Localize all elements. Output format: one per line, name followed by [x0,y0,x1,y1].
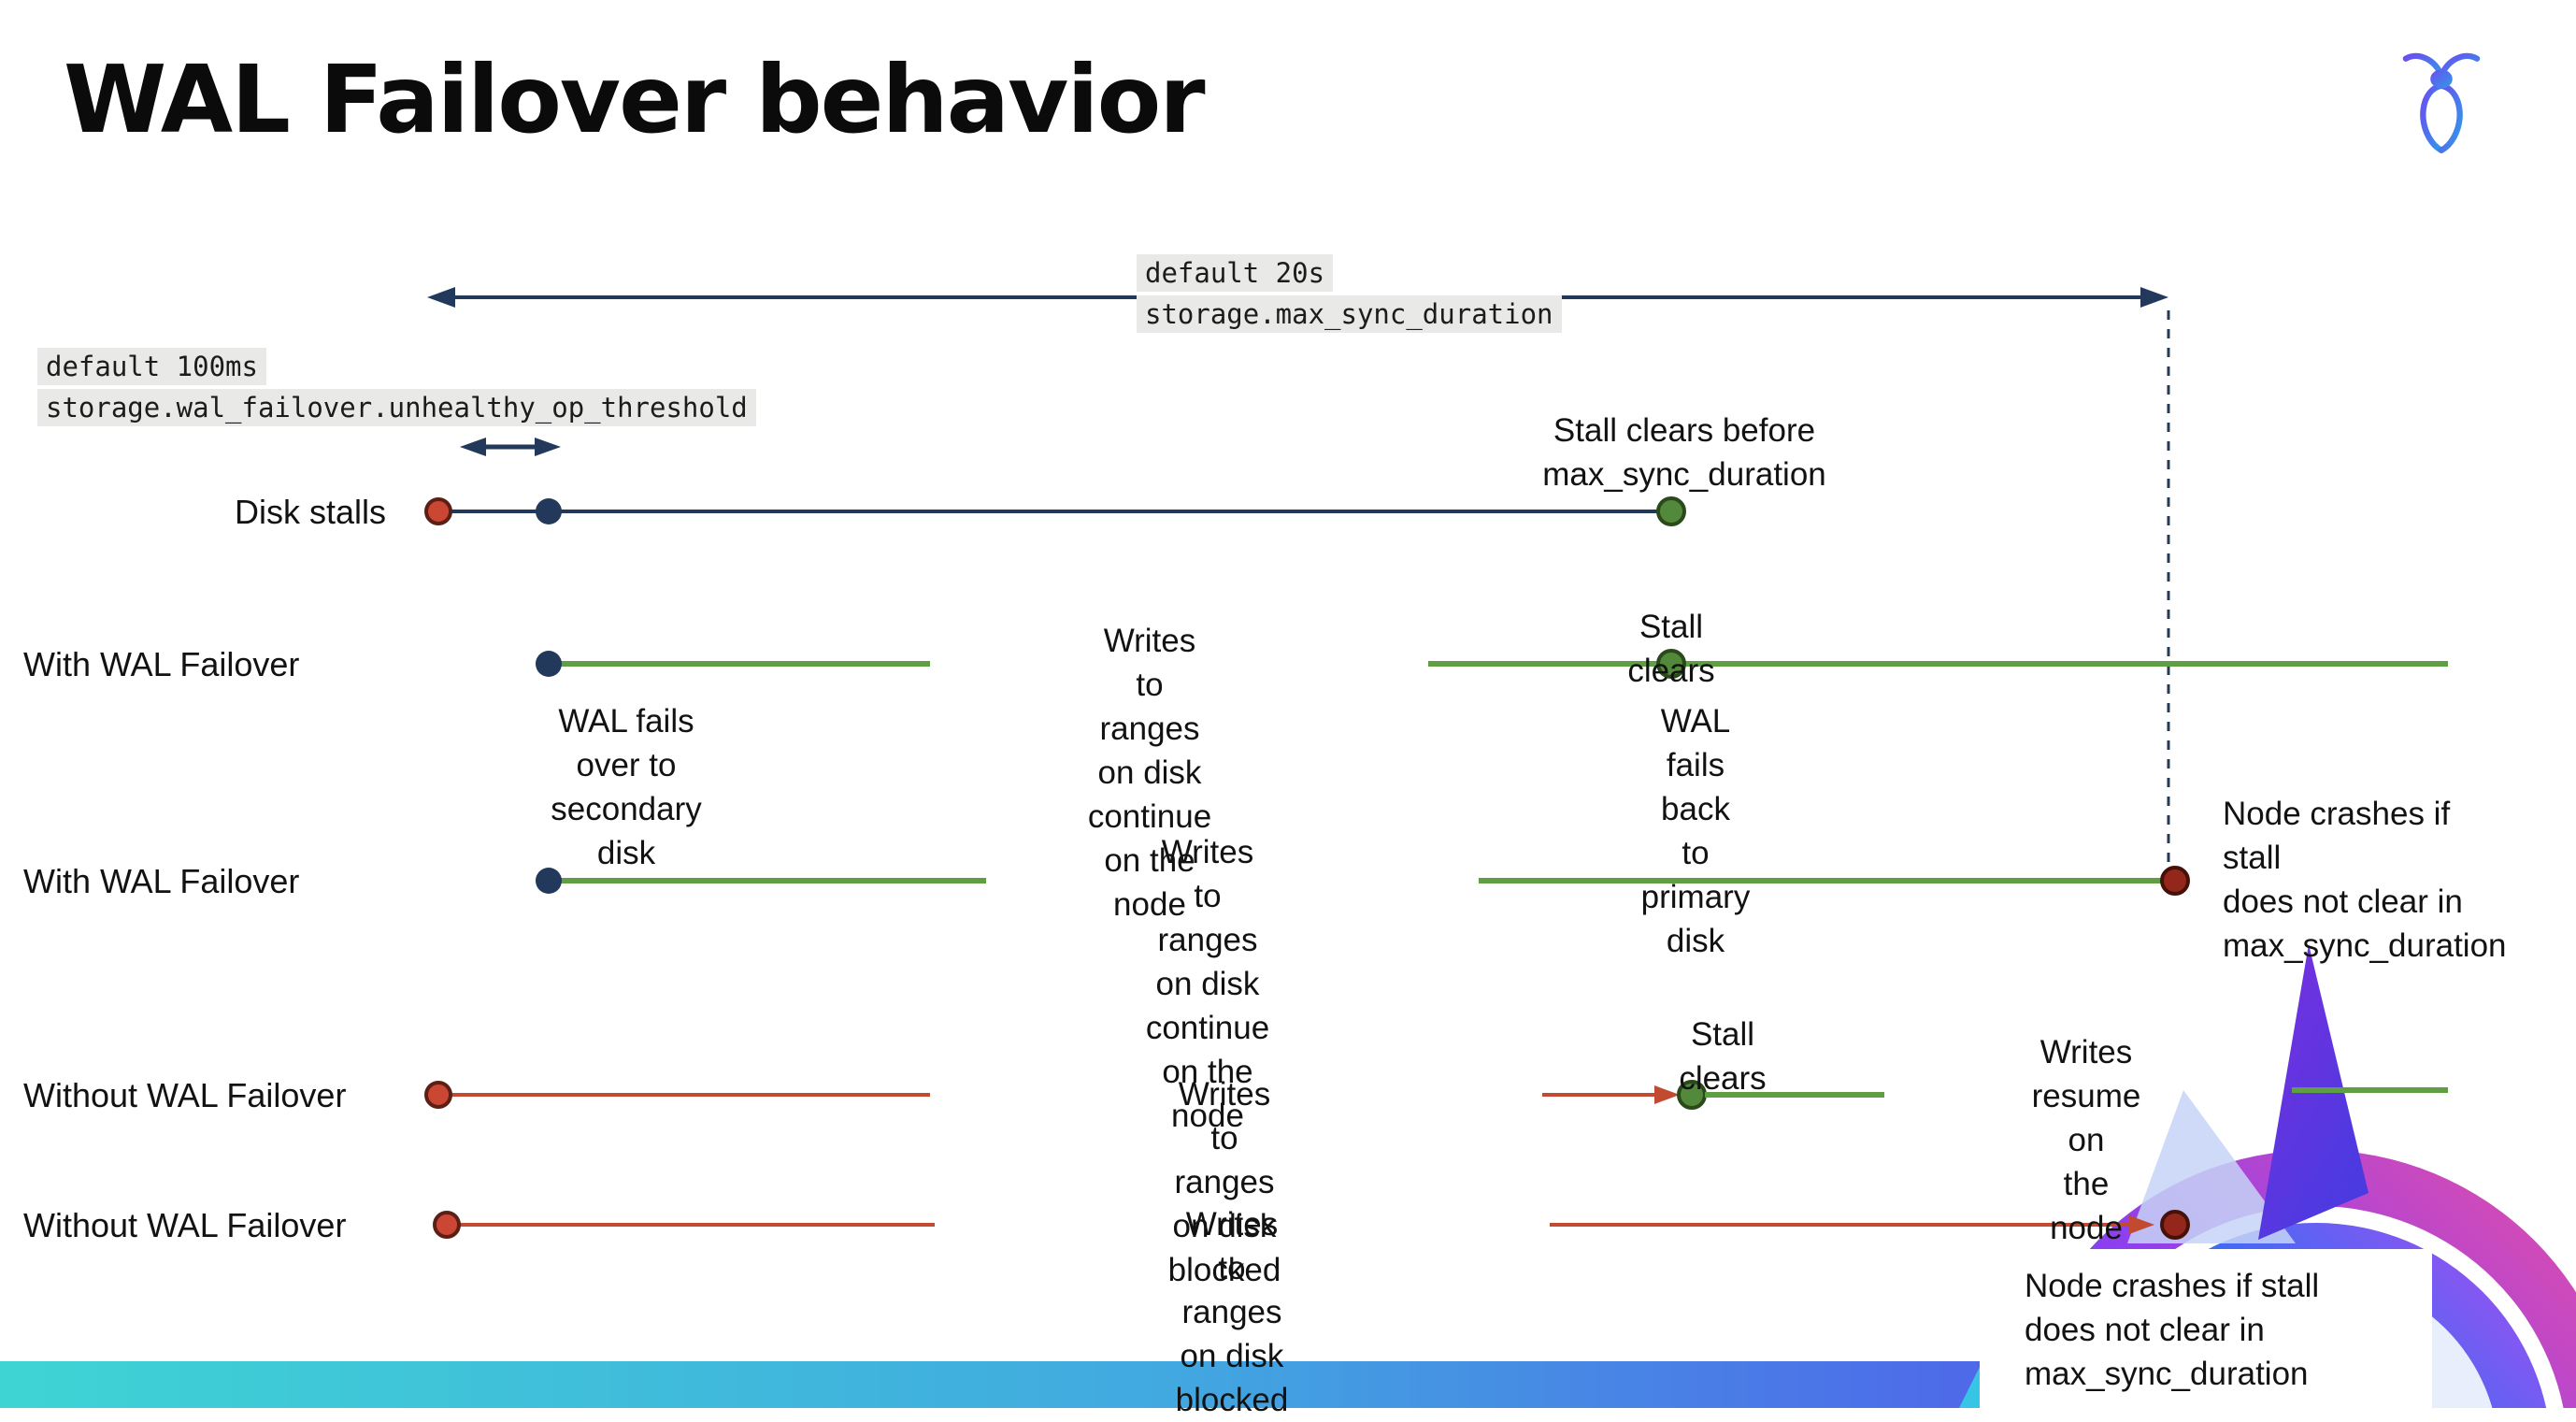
unhealthy-op-threshold-label: default 100ms storage.wal_failover.unhea… [37,348,756,430]
max-sync-default-value: default 20s [1137,254,1334,292]
timeline-disk-stalls [424,496,1686,526]
crash-note-box: Node crashes if stall does not clear in … [1980,1249,2432,1408]
stall-start-dot [433,1211,461,1239]
row-label-without-wal-failover-2: Without WAL Failover [23,1206,347,1244]
failover-dot [536,868,562,894]
timeline-no-failover-clears [424,1080,2448,1110]
blocked-arrowhead [2129,1215,2154,1234]
cockroachdb-logo [2402,52,2481,153]
writes-blocked-note-1: Writes to ranges on disk blocked [1167,1076,1295,1288]
stall-start-dot [424,497,452,525]
timeline-failover-clears [536,649,2448,679]
writes-continue-note-2: Writes to ranges on disk continue on the… [1145,834,1270,1134]
max-sync-duration-label: default 20s storage.max_sync_duration [1137,254,1562,337]
row-label-disk-stalls: Disk stalls [234,493,386,531]
writes-blocked-note-2: Writes to ranges on disk blocked [1175,1206,1302,1418]
failover-dot [536,651,562,677]
row-label-with-wal-failover-2: With WAL Failover [23,862,300,900]
threshold-reached-dot [536,498,562,524]
node-crash-dot [2160,866,2190,896]
stall-clear-dot [1656,496,1686,526]
row-label-with-wal-failover-1: With WAL Failover [23,645,300,683]
max-sync-setting-name: storage.max_sync_duration [1137,295,1562,333]
unhealthy-op-threshold-arrow [460,438,561,456]
threshold-setting-name: storage.wal_failover.unhealthy_op_thresh… [37,389,756,426]
timeline-failover-crash [536,866,2190,896]
stall-start-dot [424,1081,452,1109]
node-crash-note-1: Node crashes if stall does not clear in … [2223,796,2507,964]
stall-clears-before-note: Stall clears before max_sync_duration [1542,412,1826,493]
page-title: WAL Failover behavior [64,45,1206,154]
wal-fails-back-note: WAL fails back to primary disk [1640,703,1751,959]
blocked-arrowhead [1654,1085,1680,1104]
row-label-without-wal-failover-1: Without WAL Failover [23,1076,347,1114]
node-crash-note-2: Node crashes if stall does not clear in … [2025,1268,2320,1392]
node-crash-dot [2160,1210,2190,1240]
wal-fails-over-note: WAL fails over to secondary disk [551,703,702,871]
stall-clears-note-2: Stall clears [1679,1016,1767,1097]
threshold-default-value: default 100ms [37,348,266,385]
stall-clears-note-1: Stall clears [1627,609,1715,689]
writes-resume-note: Writes resume on the node [2031,1034,2141,1246]
stall-clear-dot [1656,649,1686,679]
writes-continue-note-1: Writes to ranges on disk continue on the… [1087,623,1212,923]
timeline-no-failover-crash [433,1210,2190,1240]
